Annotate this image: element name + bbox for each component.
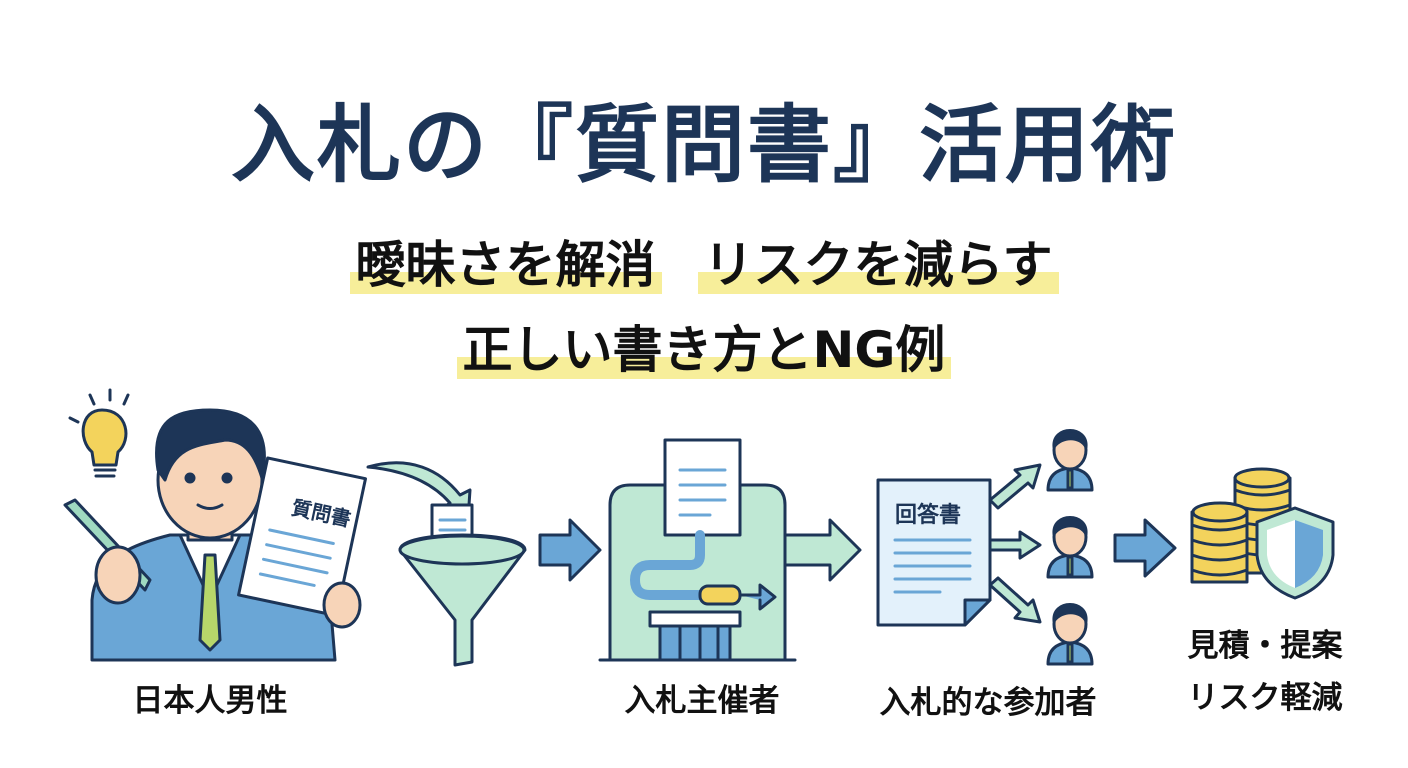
answer-doc-text: 回答書 [895, 502, 961, 528]
question-document [237, 456, 367, 618]
subtitle-writing-ng-examples: 正しい書き方とNG例 [456, 321, 952, 379]
result-label-line2: リスク軽減 [1187, 680, 1343, 716]
participant-avatar [1046, 516, 1094, 579]
participant-avatar [1046, 603, 1094, 666]
answer-document [876, 478, 992, 627]
distribution-arrows [988, 463, 1042, 624]
result-label-line1: 見積・提案 [1187, 628, 1343, 664]
subtitle-line-1: 曖昧さを解消リスクを減らす [0, 225, 1408, 297]
organizer-machine-illustration [598, 438, 797, 662]
participant-avatar [1046, 429, 1094, 492]
funnel-icon [398, 503, 527, 667]
arrow-right-icon [783, 518, 862, 582]
page-title: 入札の『質問書』活用術 [230, 96, 1177, 194]
lightbulb-icon [68, 388, 130, 478]
shield-icon [1255, 506, 1335, 600]
person-label: 日本人男性 [132, 683, 288, 719]
subtitle-reduce-risk: リスクを減らす [697, 236, 1059, 294]
subtitle-line-2: 正しい書き方とNG例 [0, 310, 1408, 382]
participants-label: 入札的な参加者 [879, 685, 1097, 721]
arrow-right-icon [1113, 518, 1177, 578]
arrow-right-icon [538, 518, 602, 582]
subtitle-resolve-ambiguity: 曖昧さを解消 [349, 236, 662, 294]
organizer-label: 入札主催者 [624, 683, 780, 719]
